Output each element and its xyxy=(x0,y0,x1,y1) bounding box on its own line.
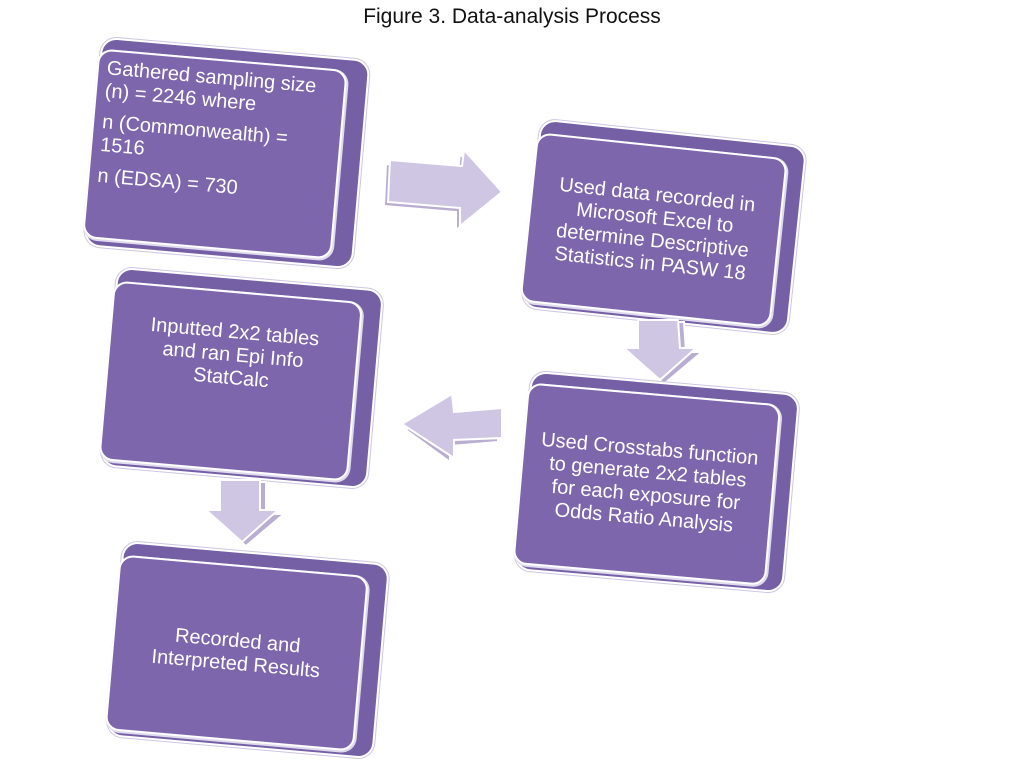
step-box-descriptive-stats: Used data recorded in Microsoft Excel to… xyxy=(519,118,808,336)
box-text-line: n (EDSA) = 730 xyxy=(96,164,239,200)
arrow-down-icon xyxy=(203,479,287,548)
arrow-down-icon xyxy=(621,319,705,386)
box-text: Used Crosstabs function to generate 2x2 … xyxy=(540,428,760,537)
step-box-results: Recorded and Interpreted Results xyxy=(104,540,391,760)
box-face: Used data recorded in Microsoft Excel to… xyxy=(519,132,788,328)
step-box-crosstabs: Used Crosstabs function to generate 2x2 … xyxy=(512,370,801,594)
box-face: Used Crosstabs function to generate 2x2 … xyxy=(512,382,782,586)
box-face: Inputted 2x2 tables and ran Epi Info Sta… xyxy=(98,280,364,482)
box-text: Used data recorded in Microsoft Excel to… xyxy=(553,173,757,285)
box-text: Inputted 2x2 tables and ran Epi Info Sta… xyxy=(149,313,321,393)
box-text: Recorded and Interpreted Results xyxy=(150,624,321,683)
box-face: Recorded and Interpreted Results xyxy=(104,554,369,752)
arrow-left-icon xyxy=(400,392,503,464)
figure-title: Figure 3. Data-analysis Process xyxy=(363,5,661,28)
box-face: Gathered sampling size (n) = 2246 where … xyxy=(82,48,348,260)
step-box-epi-info: Inputted 2x2 tables and ran Epi Info Sta… xyxy=(98,266,385,490)
step-box-gather-sample: Gathered sampling size (n) = 2246 where … xyxy=(82,36,371,270)
arrow-right-icon xyxy=(382,148,504,233)
